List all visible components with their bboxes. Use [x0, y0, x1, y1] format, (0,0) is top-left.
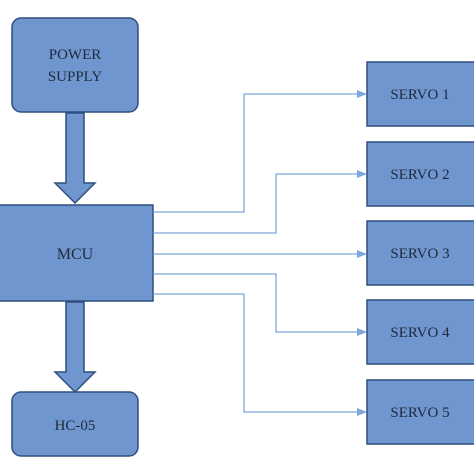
- hc05-box: [11, 391, 139, 457]
- servo-connectors: [153, 90, 367, 416]
- servo-2-block: SERVO 2: [366, 141, 474, 207]
- hc05-label: HC-05: [55, 418, 96, 434]
- servo-3-block: SERVO 3: [366, 220, 474, 286]
- hc05-block: HC-05: [11, 391, 139, 457]
- servo-4-box: [366, 299, 474, 365]
- servo-2-label: SERVO 2: [390, 167, 449, 183]
- mcu-label: MCU: [57, 246, 94, 263]
- servo-3-box: [366, 220, 474, 286]
- connector-servo-4: [153, 273, 367, 336]
- servo-5-block: SERVO 5: [366, 379, 474, 445]
- mcu-box: [0, 204, 154, 302]
- servo-2-box: [366, 141, 474, 207]
- power-supply-label-line1: POWER: [49, 47, 102, 63]
- servo-3-label: SERVO 3: [390, 246, 449, 262]
- servo-1-box: [366, 61, 474, 127]
- connector-servo-1: [153, 90, 367, 213]
- mcu-block: MCU: [0, 204, 154, 302]
- mcu-to-hc05-arrow: [53, 301, 97, 394]
- connector-servo-5: [153, 293, 367, 416]
- servo-1-label: SERVO 1: [390, 87, 449, 103]
- connector-servo-2: [153, 170, 367, 234]
- servo-4-block: SERVO 4: [366, 299, 474, 365]
- servo-1-block: SERVO 1: [366, 61, 474, 127]
- servo-5-box: [366, 379, 474, 445]
- power-to-mcu-arrow: [53, 112, 97, 205]
- power-supply-box: [11, 17, 139, 113]
- servo-4-label: SERVO 4: [390, 325, 450, 341]
- power-supply-label-line2: SUPPLY: [48, 69, 103, 85]
- servo-5-label: SERVO 5: [390, 405, 449, 421]
- power-supply-block: POWER SUPPLY: [11, 17, 139, 113]
